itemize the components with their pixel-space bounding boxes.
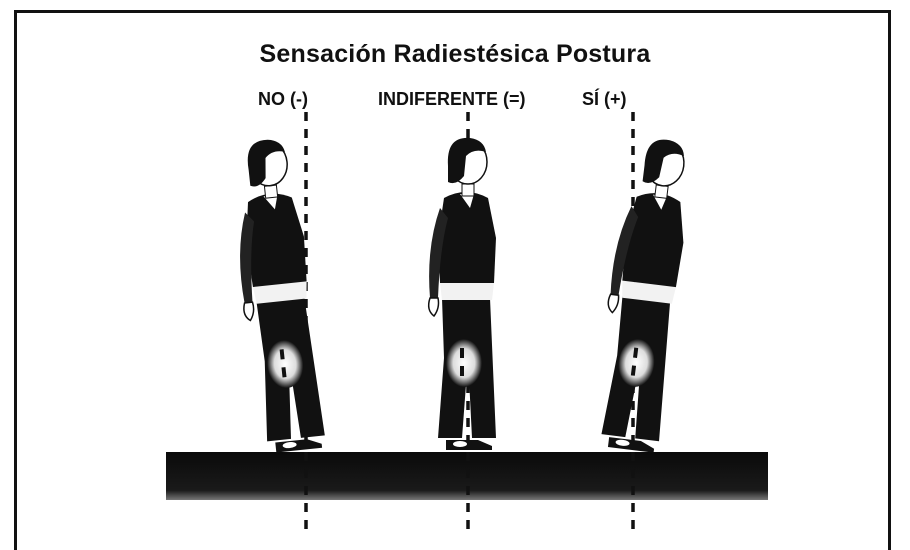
label-yes: SÍ (+) bbox=[582, 89, 627, 109]
posture-illustration bbox=[166, 112, 768, 537]
figure-indifferent bbox=[427, 137, 497, 451]
figure-no bbox=[225, 136, 327, 456]
diagram-title: Sensación Radiestésica Postura bbox=[259, 40, 651, 68]
label-no: NO (-) bbox=[258, 89, 308, 109]
diagram-frame bbox=[14, 10, 891, 550]
label-indifferent: INDIFERENTE (=) bbox=[378, 89, 526, 109]
figure-yes bbox=[589, 134, 697, 454]
